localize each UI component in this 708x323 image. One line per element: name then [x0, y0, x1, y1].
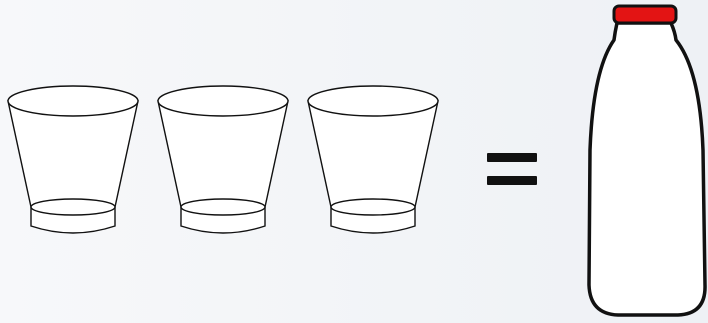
bottle-cap	[614, 6, 676, 23]
cups-group	[8, 86, 438, 233]
bottle-body	[589, 23, 705, 315]
